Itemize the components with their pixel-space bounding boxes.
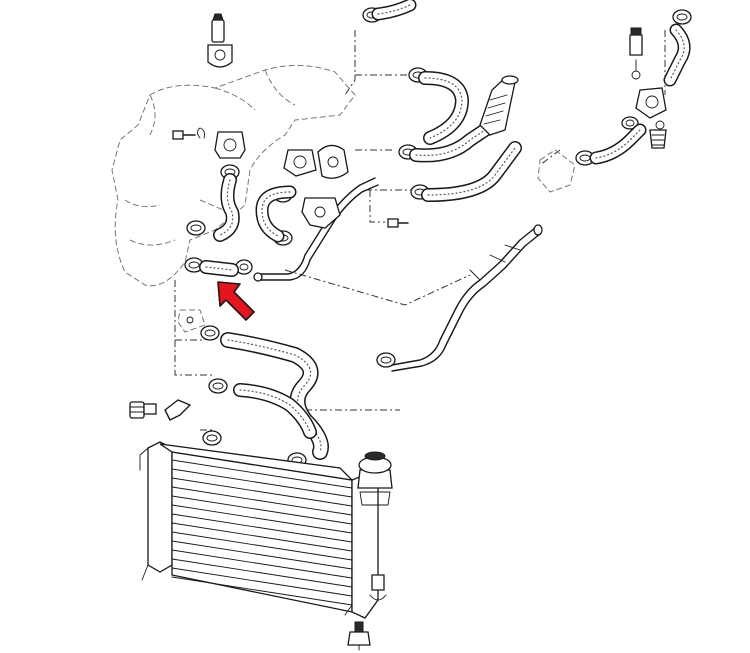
- radiator: [139, 441, 393, 619]
- right-fitting-assembly: [537, 27, 667, 193]
- radiator-mount: [347, 621, 371, 651]
- hose-clamp: [235, 259, 253, 275]
- hose-clamp: [202, 430, 222, 446]
- heater-return-pipe: [391, 224, 543, 372]
- corrugated-pipe: [479, 75, 519, 136]
- hose-middle-right: [409, 113, 507, 163]
- hose-clamp: [376, 352, 396, 368]
- bolt-middle: [387, 218, 409, 228]
- bolt-upper-left: [172, 130, 196, 140]
- hose-top-short: [371, 0, 417, 21]
- highlight-arrow: [217, 281, 255, 321]
- hose-clamp: [186, 220, 206, 236]
- thermostat-housing: [197, 127, 246, 159]
- coolant-flange: [283, 144, 349, 179]
- coolant-tee-fitting: [301, 197, 341, 229]
- bleed-screw: [129, 401, 157, 419]
- target-hose-piece: [199, 260, 239, 277]
- hose-radiator-lower: [233, 383, 317, 439]
- hose-clamp: [621, 116, 639, 130]
- hose-lower-right: [421, 141, 522, 202]
- bracket-clip: [164, 399, 191, 421]
- radiator-fins: [171, 459, 353, 606]
- temperature-sensor-top: [207, 13, 233, 68]
- metal-coolant-pipe: [253, 177, 379, 282]
- coolant-hoses: [213, 0, 691, 460]
- small-gasket-part: [177, 309, 206, 333]
- hose-clamp: [672, 9, 692, 25]
- hose-clamp: [200, 325, 220, 341]
- hose-right-cluster: [589, 23, 691, 165]
- red-arrow-icon: [217, 281, 255, 321]
- hose-bypass: [255, 185, 297, 243]
- assembly-leader-lines: [174, 30, 666, 431]
- hose-thermostat-outlet: [213, 173, 240, 242]
- hose-upper-curve: [418, 71, 469, 145]
- hose-clamp: [208, 378, 228, 394]
